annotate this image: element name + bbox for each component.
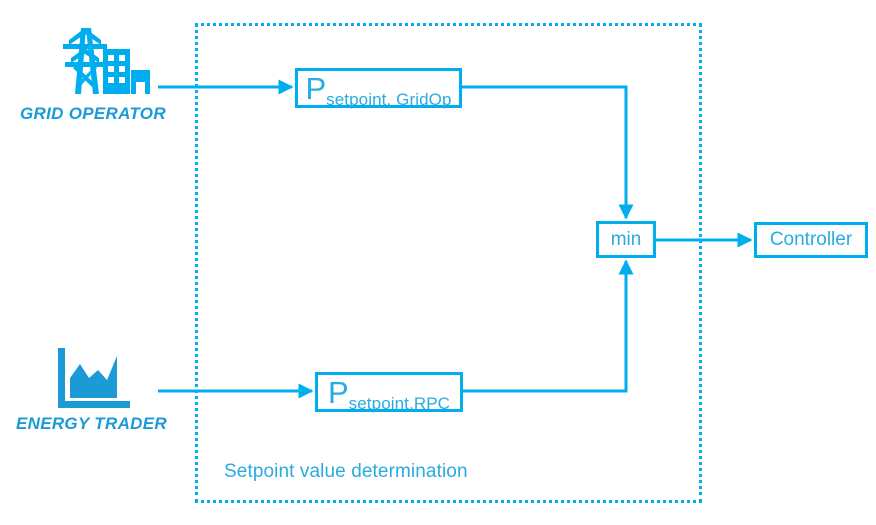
actor-label-energy-trader: ENERGY TRADER (16, 414, 167, 433)
connector-setpointgridop-to-min (462, 85, 634, 220)
area-chart-icon (58, 348, 130, 408)
setpoint-determination-group (195, 23, 702, 503)
node-min: min (596, 221, 656, 258)
min-label: min (610, 228, 642, 250)
setpoint-rpc-subscript: setpoint,RPC (348, 393, 451, 413)
transmission-tower-icon (55, 22, 150, 97)
setpoint-gridop-subscript: setpoint, GridOp (326, 89, 452, 109)
setpoint-gridop-symbol: P (305, 70, 327, 106)
actor-label-grid-operator: GRID OPERATOR (20, 104, 166, 123)
setpoint-rpc-symbol: P (327, 374, 349, 410)
group-caption: Setpoint value determination (224, 461, 468, 482)
node-controller: Controller (754, 222, 868, 258)
controller-label: Controller (769, 229, 853, 250)
connector-setpointrpc-to-min (463, 259, 634, 393)
